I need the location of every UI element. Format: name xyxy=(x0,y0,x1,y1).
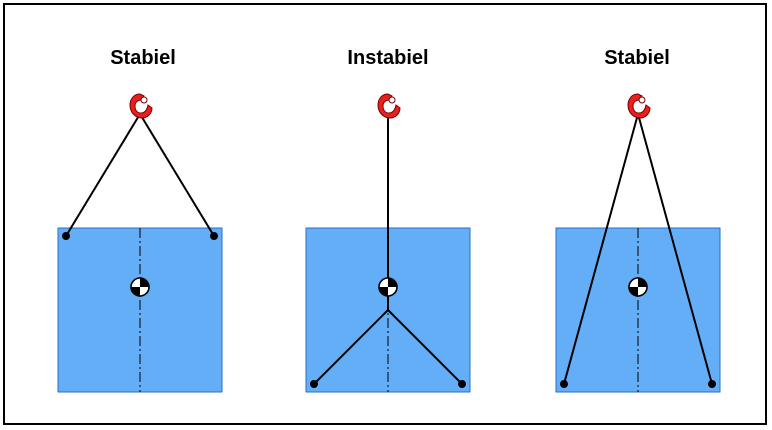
center-of-gravity-icon xyxy=(628,277,648,297)
panel-3-diagram xyxy=(555,93,721,393)
sling xyxy=(313,309,389,385)
attachment-point xyxy=(458,380,466,388)
center-of-gravity-icon xyxy=(130,277,150,297)
crane-hook-icon xyxy=(377,93,401,119)
attachment-point xyxy=(210,232,218,240)
sling xyxy=(637,113,713,385)
panel-3-title: Stabiel xyxy=(604,47,670,69)
attachment-point xyxy=(310,380,318,388)
sling xyxy=(139,113,215,237)
attachment-point xyxy=(708,380,716,388)
panel-1-diagram xyxy=(57,93,223,393)
panel-1-title: Stabiel xyxy=(110,47,176,69)
crane-hook-icon xyxy=(627,93,651,119)
center-of-gravity-icon xyxy=(378,277,398,297)
sling xyxy=(563,113,639,385)
panel-2-diagram xyxy=(305,93,471,393)
panel-2-title: Instabiel xyxy=(347,47,429,69)
crane-hook-icon xyxy=(129,93,153,119)
sling xyxy=(387,309,463,385)
attachment-point xyxy=(62,232,70,240)
attachment-point xyxy=(560,380,568,388)
sling xyxy=(65,113,141,237)
